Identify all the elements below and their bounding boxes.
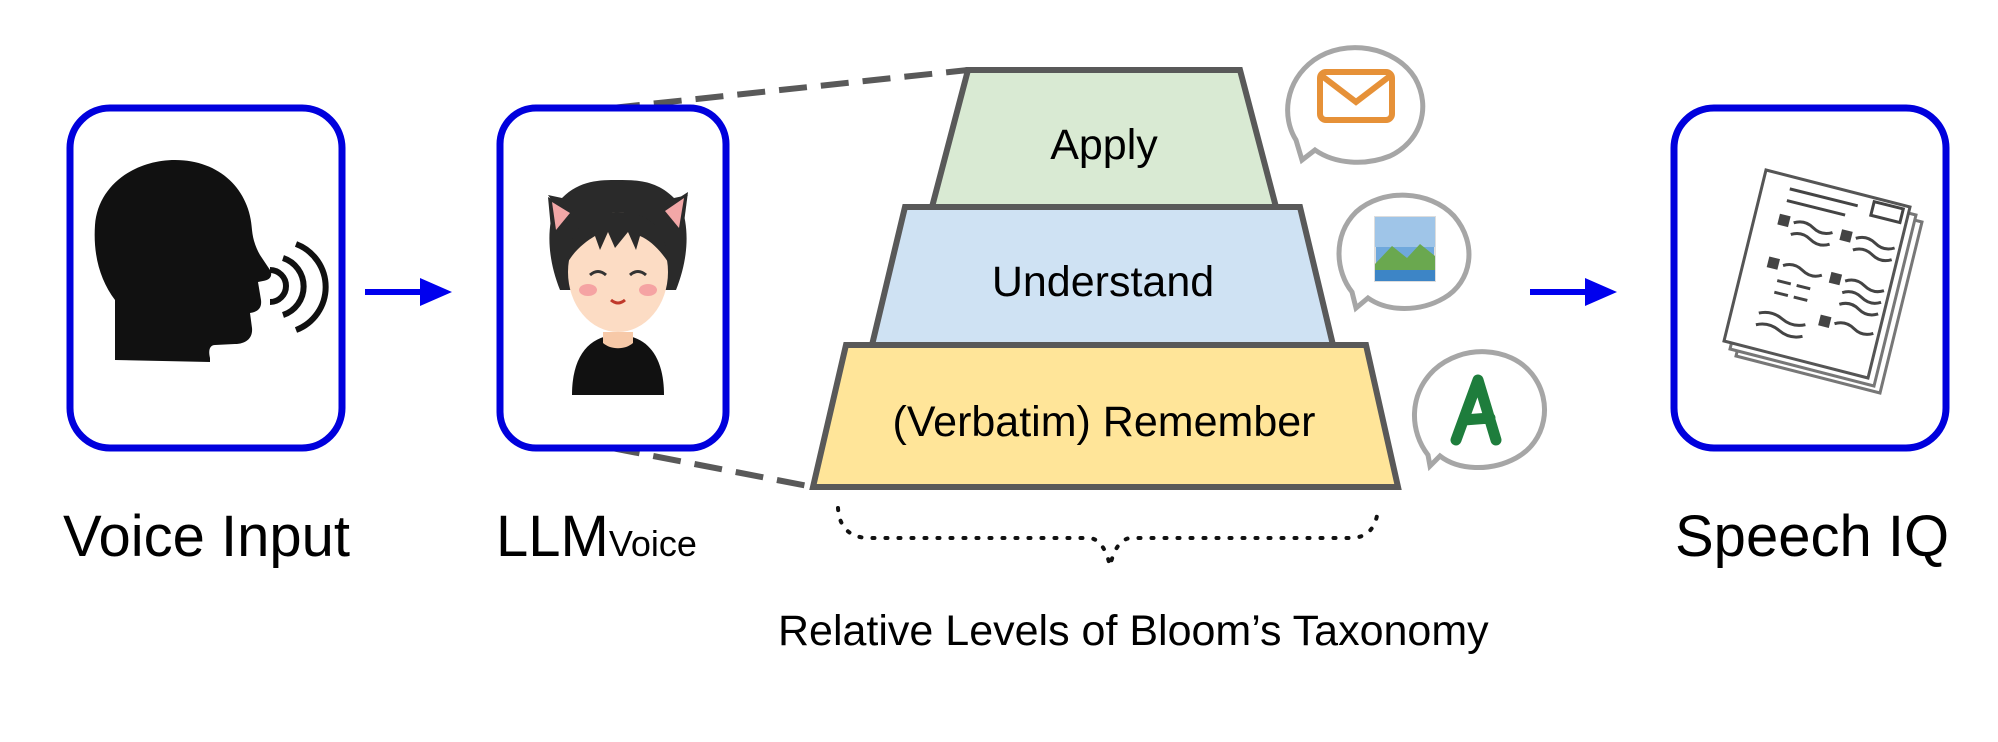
voice-input-label: Voice Input (63, 504, 350, 569)
speech-iq-label: Speech IQ (1675, 504, 1950, 569)
pyramid-level-remember (809, 342, 1402, 490)
arrow-to-speech-iq (1530, 278, 1617, 306)
level-label-understand: Understand (991, 258, 1215, 306)
letter-a-speech-bubble-icon (1412, 349, 1547, 472)
zoom-line-bottom (611, 445, 814, 490)
test-papers-icon (1722, 168, 1924, 395)
llm-voice-label: LLMVoice (496, 508, 697, 566)
zoom-line-top (611, 67, 969, 111)
level-label-apply: Apply (1050, 121, 1158, 169)
taxonomy-caption: Relative Levels of Bloom’s Taxonomy (778, 607, 1489, 655)
level-label-remember: (Verbatim) Remember (892, 398, 1316, 446)
mail-speech-bubble-icon (1285, 45, 1426, 165)
taxonomy-brace (836, 506, 1380, 567)
llm-voice-label-main: LLM (496, 504, 609, 569)
llm-voice-label-sub: Voice (608, 523, 697, 564)
picture-speech-bubble-icon (1336, 192, 1472, 313)
arrow-to-llm (365, 278, 452, 306)
speaking-head-icon (94, 160, 329, 362)
cat-ear-girl-avatar-icon (548, 180, 688, 395)
